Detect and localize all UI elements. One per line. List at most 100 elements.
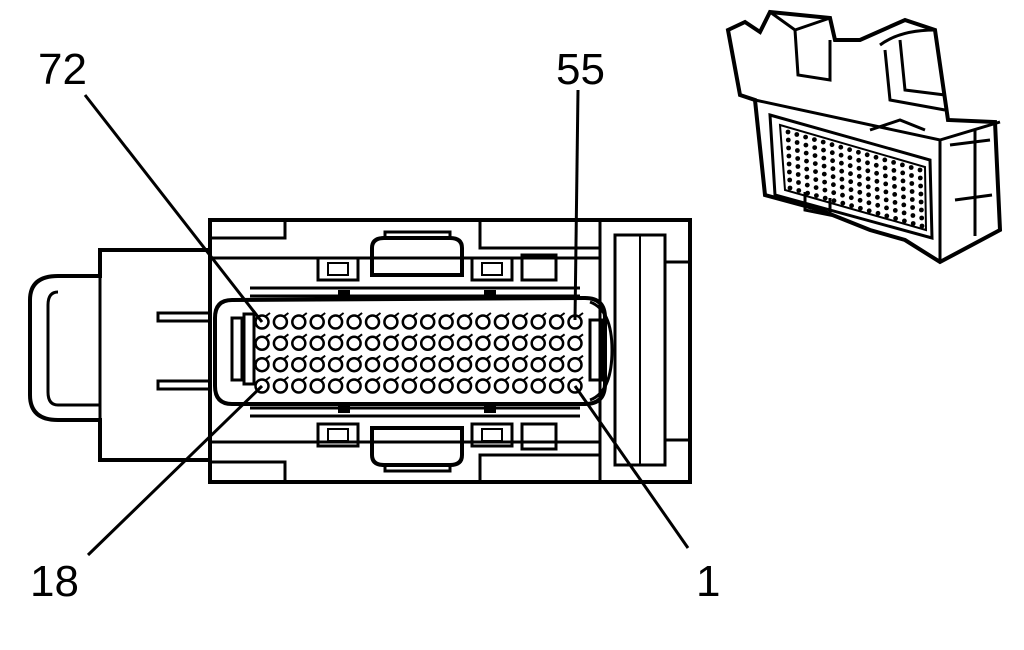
pin-cavity-hole <box>309 314 325 330</box>
inset-pin <box>847 147 852 153</box>
pin-cavity-hole <box>548 356 565 373</box>
inset-pin <box>883 173 888 179</box>
pin-key-mark <box>559 354 566 360</box>
inset-pin <box>893 216 898 221</box>
pin-key-mark <box>339 312 345 317</box>
pin-cavity-hole <box>327 378 344 394</box>
inset-pin <box>909 173 914 178</box>
pin-key-mark <box>265 376 271 381</box>
inset-pin <box>892 192 898 197</box>
inset-pin <box>821 155 827 161</box>
pin-key-mark <box>375 354 382 360</box>
inset-pin <box>910 221 916 226</box>
inset-pin <box>875 210 881 216</box>
pin-key-mark <box>357 354 363 360</box>
pin-cavity-hole <box>456 335 473 352</box>
inset-pin <box>829 150 835 156</box>
inset-pin <box>892 200 898 205</box>
inset-pin <box>892 208 898 213</box>
pin-key-mark <box>449 333 455 339</box>
inset-pin <box>803 150 809 156</box>
pin-cavity-hole <box>346 378 362 394</box>
pin-cavity-hole <box>419 356 436 373</box>
inset-pin <box>883 181 889 187</box>
pin-cavity-hole <box>530 378 546 394</box>
inset-pin <box>848 187 854 193</box>
pin-cavity-hole <box>364 335 381 352</box>
inset-pin <box>804 182 810 188</box>
pin-cavity-hole <box>291 378 307 394</box>
inset-pin <box>918 199 924 205</box>
pin-cavity-hole <box>364 378 381 394</box>
inset-pin <box>849 203 854 209</box>
inset-pin <box>795 164 801 169</box>
pin-key-mark <box>302 354 308 360</box>
pin-cavity-hole <box>419 314 436 330</box>
inset-pin <box>917 167 923 173</box>
pin-cavity-hole <box>438 356 454 373</box>
inset-pin <box>803 134 808 140</box>
pin-key-mark <box>449 312 455 317</box>
pin-key-mark <box>467 312 474 317</box>
inset-pin <box>900 178 906 184</box>
pin-cavity-hole <box>309 335 325 352</box>
inset-pin <box>882 165 888 171</box>
pin-cavity-hole <box>530 335 546 352</box>
inset-pin <box>812 145 818 151</box>
inset-pin <box>866 200 872 206</box>
pin-key-mark <box>486 333 492 339</box>
pin-key-mark <box>523 354 529 360</box>
inset-pin <box>813 185 819 191</box>
inset-pin <box>831 198 837 204</box>
pin-label-1: 1 <box>696 557 720 606</box>
pin-cavity-hole <box>327 335 344 352</box>
pin-key-mark <box>339 376 345 381</box>
pin-key-mark <box>357 376 363 381</box>
inset-pin <box>795 156 801 161</box>
pin-cavity-hole <box>567 356 583 373</box>
pin-key-mark <box>265 312 271 317</box>
pin-key-mark <box>504 312 510 317</box>
inset-pin <box>787 169 792 175</box>
inset-pin <box>839 184 845 190</box>
pin-key-mark <box>320 376 326 381</box>
pin-grid <box>254 312 584 394</box>
inset-pin <box>883 189 889 195</box>
pin-key-mark <box>375 376 382 381</box>
pin-cavity-hole <box>254 335 270 352</box>
inset-pin <box>864 152 870 158</box>
inset-pin <box>787 177 793 183</box>
pin-cavity-hole <box>346 356 362 373</box>
inset-pin <box>785 129 791 135</box>
inset-pin <box>875 194 880 200</box>
pin-key-mark <box>339 333 345 339</box>
inset-pin <box>812 153 818 159</box>
pin-key-mark <box>541 333 547 339</box>
inset-pin <box>786 161 792 167</box>
pin-cavity-hole <box>291 314 307 330</box>
inset-pin <box>857 181 862 187</box>
connector-latch <box>28 248 212 462</box>
inset-pin <box>919 223 925 229</box>
inset-pin <box>830 174 836 180</box>
pin-cavity-hole <box>493 335 510 352</box>
inset-pin <box>786 153 792 159</box>
pin-cavity-hole <box>327 356 344 373</box>
inset-pin <box>796 188 802 193</box>
inset-pin <box>857 189 863 195</box>
inset-pin <box>901 202 907 208</box>
pin-cavity-hole <box>401 314 418 330</box>
pin-cavity-hole <box>475 378 491 394</box>
pin-key-mark <box>559 376 566 381</box>
pin-key-mark <box>412 376 418 381</box>
pin-key-mark <box>283 333 289 339</box>
pin-cavity-hole <box>512 356 528 373</box>
inset-pin <box>891 160 896 165</box>
inset-pin <box>840 192 845 198</box>
pin-cavity-hole <box>364 356 381 373</box>
pin-cavity-hole <box>254 356 270 373</box>
pin-key-mark <box>486 354 492 360</box>
pin-key-mark <box>467 333 474 339</box>
pin-cavity-hole <box>456 356 473 373</box>
pin-cavity-hole <box>493 314 510 330</box>
